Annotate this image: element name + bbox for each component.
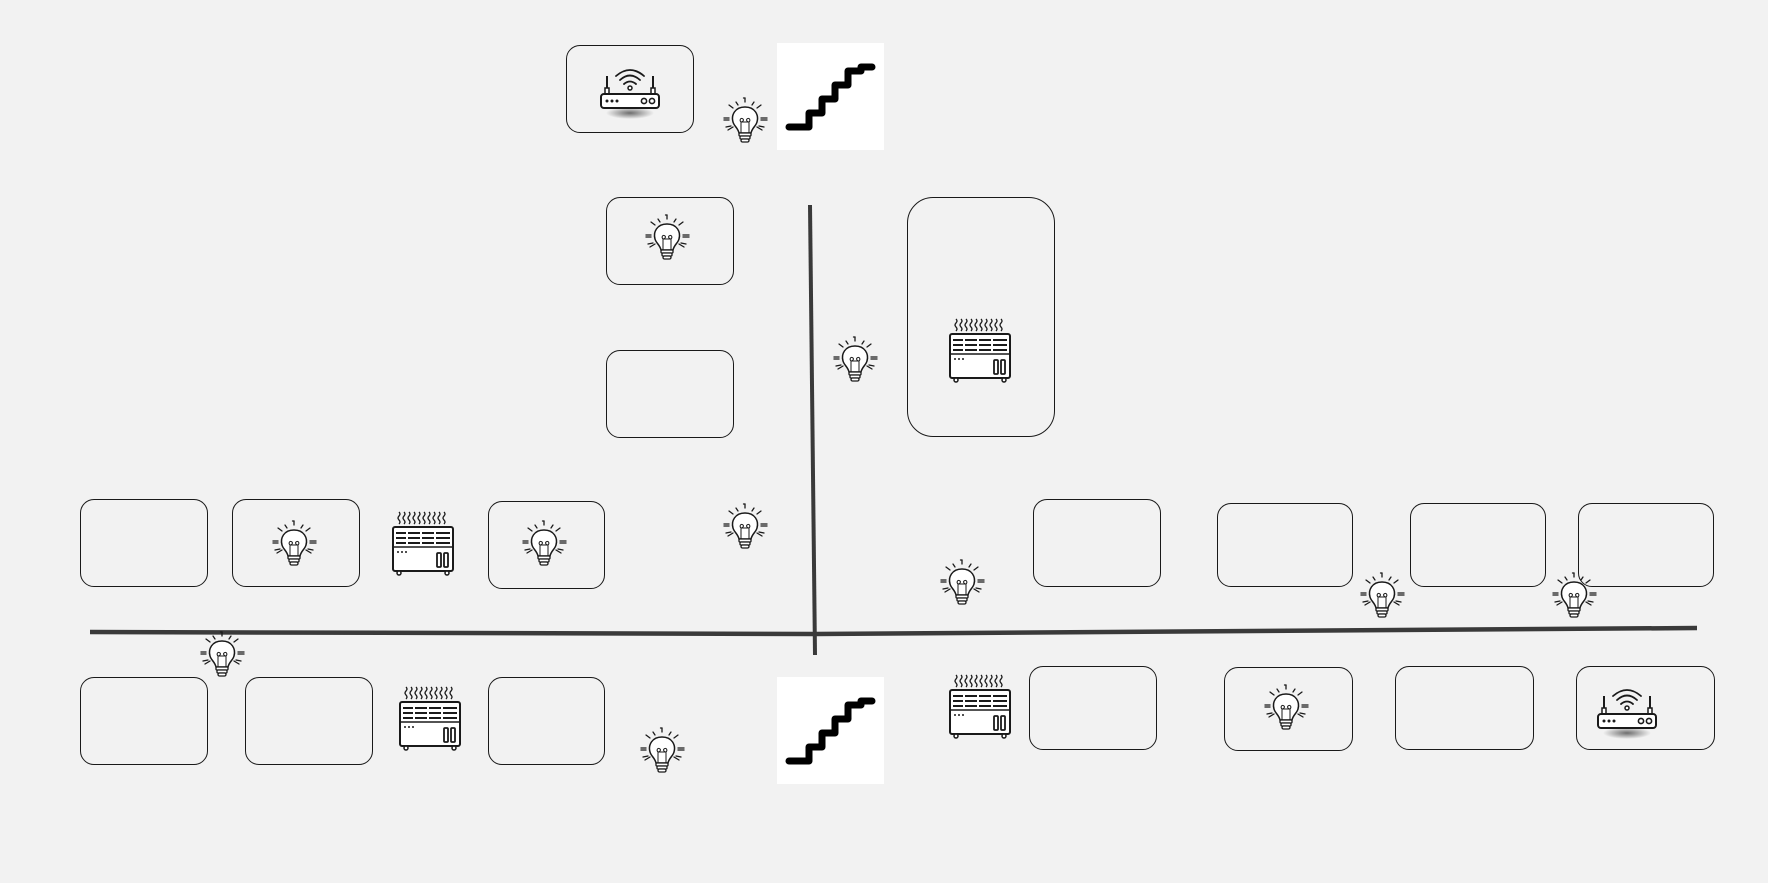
heater-icon[interactable]: [391, 511, 455, 577]
room-upper-right-4[interactable]: [1578, 503, 1714, 587]
stairs-top[interactable]: [777, 43, 884, 150]
light-bulb-icon[interactable]: [196, 630, 248, 678]
room-lower-left-1[interactable]: [80, 677, 208, 765]
heater-icon[interactable]: [398, 686, 462, 752]
light-bulb-icon[interactable]: [829, 335, 881, 383]
light-bulb-icon[interactable]: [1356, 571, 1408, 619]
stairs-icon: [785, 697, 876, 765]
room-lower-left-3[interactable]: [488, 677, 605, 765]
room-lower-left-2[interactable]: [245, 677, 373, 765]
room-upper-right-1[interactable]: [1033, 499, 1161, 587]
room-lower-right-4[interactable]: [1576, 666, 1715, 750]
wall-horizontal-left: [89, 629, 816, 637]
light-bulb-icon[interactable]: [1548, 571, 1600, 619]
wall-vertical: [808, 204, 817, 656]
heater-icon[interactable]: [948, 674, 1012, 740]
room-bulb-top[interactable]: [606, 197, 734, 285]
light-bulb-icon[interactable]: [936, 558, 988, 606]
room-lower-right-2[interactable]: [1224, 667, 1353, 751]
wall-horizontal-right: [814, 625, 1698, 637]
light-bulb-icon[interactable]: [719, 96, 771, 144]
stairs-icon: [785, 63, 876, 131]
wifi-router-icon[interactable]: [600, 66, 660, 120]
room-upper-left-1[interactable]: [80, 499, 208, 587]
light-bulb-icon[interactable]: [636, 726, 688, 774]
stairs-bottom[interactable]: [777, 677, 884, 784]
light-bulb-icon[interactable]: [1260, 683, 1312, 731]
heater-icon[interactable]: [948, 318, 1012, 384]
room-empty-mid[interactable]: [606, 350, 734, 438]
room-lower-right-1[interactable]: [1029, 666, 1157, 750]
room-router-top[interactable]: [566, 45, 694, 133]
light-bulb-icon[interactable]: [719, 502, 771, 550]
room-upper-left-3[interactable]: [488, 501, 605, 589]
room-upper-left-2[interactable]: [232, 499, 360, 587]
light-bulb-icon[interactable]: [268, 519, 320, 567]
light-bulb-icon[interactable]: [518, 519, 570, 567]
room-upper-right-3[interactable]: [1410, 503, 1546, 587]
room-lower-right-3[interactable]: [1395, 666, 1534, 750]
room-heater-large[interactable]: [907, 197, 1055, 437]
light-bulb-icon[interactable]: [641, 213, 693, 261]
room-upper-right-2[interactable]: [1217, 503, 1353, 587]
wifi-router-icon[interactable]: [1597, 686, 1657, 740]
